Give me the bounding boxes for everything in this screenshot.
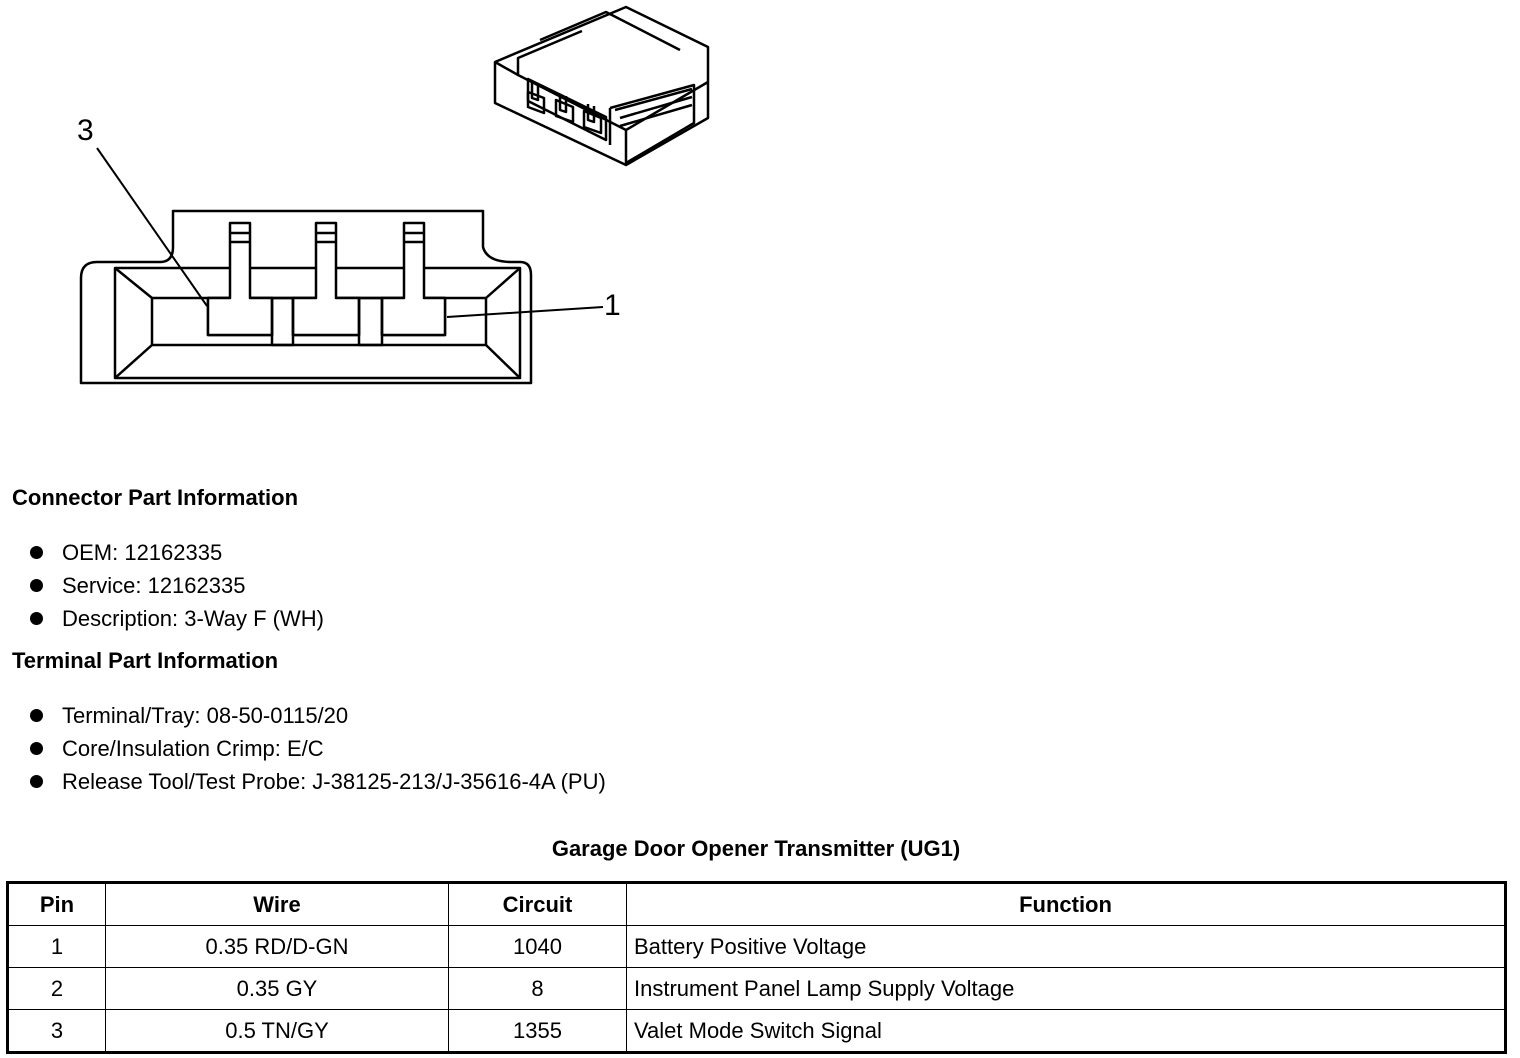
bullet-icon: [30, 775, 43, 788]
cell-pin: 1: [7, 925, 106, 968]
header-wire: Wire: [105, 882, 449, 926]
callout-1-label: 1: [604, 289, 621, 322]
table-row: 1 0.35 RD/D-GN 1040 Battery Positive Vol…: [7, 925, 1506, 968]
leader-line-3: [96, 147, 208, 307]
callout-3-label: 3: [77, 114, 94, 147]
connector-isometric-view: [493, 5, 710, 167]
list-item: Terminal/Tray: 08-50-0115/20: [30, 699, 606, 732]
terminal-part-info-list: Terminal/Tray: 08-50-0115/20 Core/Insula…: [30, 699, 606, 798]
list-item: Description: 3-Way F (WH): [30, 602, 324, 635]
bullet-icon: [30, 579, 43, 592]
header-circuit: Circuit: [448, 882, 627, 926]
cell-function: Instrument Panel Lamp Supply Voltage: [626, 967, 1506, 1010]
cell-function: Valet Mode Switch Signal: [626, 1009, 1506, 1053]
cell-wire: 0.35 RD/D-GN: [105, 925, 449, 968]
pin-table: Pin Wire Circuit Function 1 0.35 RD/D-GN…: [6, 881, 1507, 1054]
connector-part-info-heading: Connector Part Information: [12, 485, 299, 510]
cell-circuit: 1040: [448, 925, 627, 968]
table-header-row: Pin Wire Circuit Function: [7, 882, 1506, 926]
cell-pin: 3: [7, 1009, 106, 1053]
header-pin: Pin: [7, 882, 106, 926]
list-item: Release Tool/Test Probe: J-38125-213/J-3…: [30, 765, 606, 798]
cell-function: Battery Positive Voltage: [626, 925, 1506, 968]
pin-table-title: Garage Door Opener Transmitter (UG1): [551, 836, 961, 861]
leader-line-1: [446, 306, 604, 318]
list-item: OEM: 12162335: [30, 536, 324, 569]
connector-face-view: [79, 209, 533, 385]
list-item: Core/Insulation Crimp: E/C: [30, 732, 606, 765]
bullet-icon: [30, 742, 43, 755]
table-row: 2 0.35 GY 8 Instrument Panel Lamp Supply…: [7, 967, 1506, 1010]
bullet-icon: [30, 546, 43, 559]
list-item: Service: 12162335: [30, 569, 324, 602]
cell-wire: 0.35 GY: [105, 967, 449, 1010]
bullet-icon: [30, 709, 43, 722]
bullet-icon: [30, 612, 43, 625]
connector-part-info-list: OEM: 12162335 Service: 12162335 Descript…: [30, 536, 324, 635]
table-row: 3 0.5 TN/GY 1355 Valet Mode Switch Signa…: [7, 1009, 1506, 1053]
cell-circuit: 1355: [448, 1009, 627, 1053]
header-function: Function: [626, 882, 1506, 926]
cell-wire: 0.5 TN/GY: [105, 1009, 449, 1053]
cell-pin: 2: [7, 967, 106, 1010]
terminal-part-info-heading: Terminal Part Information: [12, 648, 279, 673]
connector-diagram: [79, 5, 710, 385]
cell-circuit: 8: [448, 967, 627, 1010]
